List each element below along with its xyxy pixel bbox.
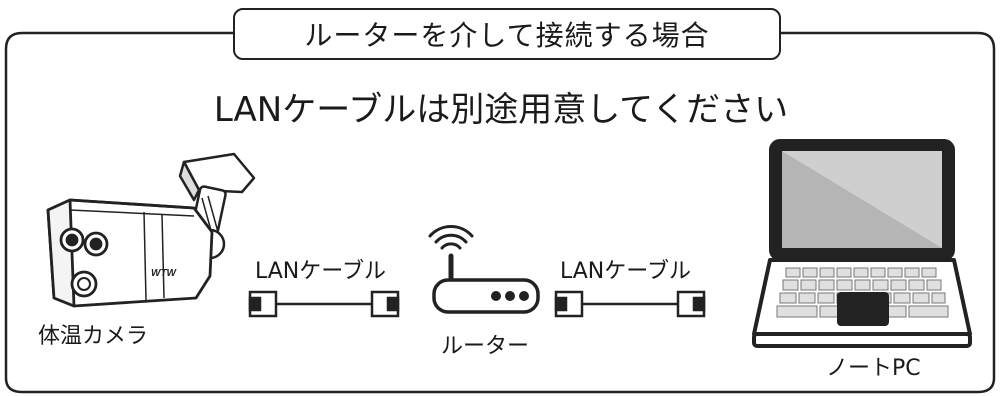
lan-cable-left-label: LANケーブル [255, 259, 386, 284]
camera-label: 体温カメラ [38, 324, 149, 349]
thermal-camera-icon: WTW [46, 152, 256, 308]
lan-cable-right-label: LANケーブル [560, 259, 691, 284]
router-icon [428, 225, 540, 314]
laptop-icon [752, 139, 972, 348]
lan-cable-left-icon [248, 290, 400, 318]
diagram-subtitle: LANケーブルは別途用意してください [213, 90, 789, 130]
lan-cable-right-icon [554, 290, 706, 318]
laptop-label: ノートPC [826, 356, 921, 381]
router-label: ルーター [441, 334, 530, 359]
camera-brand: WTW [151, 268, 178, 279]
diagram-title: ルーターを介して接続する場合 [233, 8, 781, 60]
